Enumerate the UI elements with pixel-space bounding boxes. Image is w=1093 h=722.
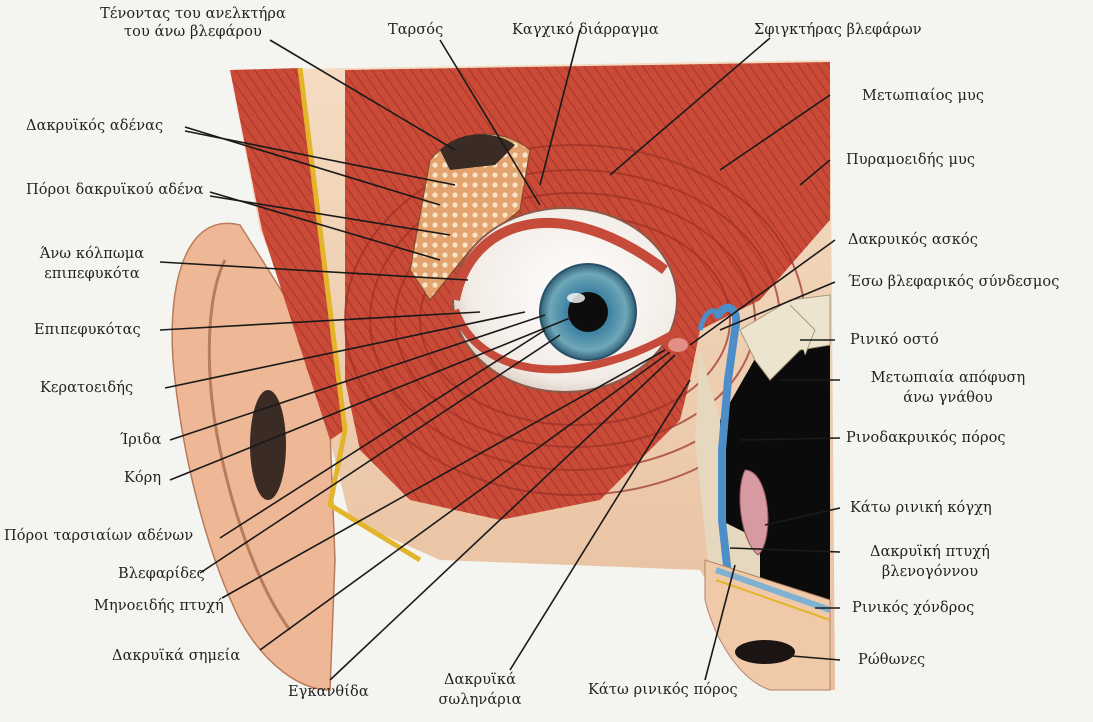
label-lacrimal-gland: Δακρυϊκός αδένας: [26, 118, 163, 135]
nostril: [735, 640, 795, 664]
label-caruncle: Εγκανθίδα: [288, 684, 369, 701]
label-nasal-cartilage: Ρινικός χόνδρος: [852, 600, 974, 617]
label-lacrimal-canaliculi-2: σωληνάρια: [420, 692, 540, 709]
label-lacrimal-fold-2: βλενογόννου: [840, 564, 1020, 581]
label-inferior-meatus: Κάτω ρινικός πόρος: [588, 682, 738, 699]
label-tarsal-gland-ducts: Πόροι ταρσιαίων αδένων: [4, 528, 193, 545]
label-lacrimal-gland-ducts: Πόροι δακρυϊκού αδένα: [26, 182, 204, 199]
label-orbicularis: Σφιγκτήρας βλεφάρων: [754, 22, 922, 39]
label-nasal-bone: Ρινικό οστό: [850, 332, 939, 349]
label-nasolacrimal-duct: Ρινοδακρυικός πόρος: [846, 430, 1006, 447]
label-upper-fornix-1: Άνω κόλπωμα: [22, 246, 162, 263]
label-lacrimal-canaliculi-1: Δακρυϊκά: [420, 672, 540, 689]
label-pupil: Κόρη: [124, 470, 161, 487]
label-lacrimal-fold-1: Δακρυϊκή πτυχή: [840, 544, 1020, 561]
label-maxilla-2: άνω γνάθου: [848, 390, 1048, 407]
label-medial-palpebral-ligament: Έσω βλεφαρικός σύνδεσμος: [848, 274, 1059, 291]
label-inferior-concha: Κάτω ρινική κόγχη: [850, 500, 992, 517]
label-lacrimal-sac: Δακρυικός ασκός: [848, 232, 978, 249]
label-frontalis: Μετωπιαίος μυς: [862, 88, 984, 105]
label-procerus: Πυραμοειδής μυς: [846, 152, 975, 169]
label-lacrimal-puncta: Δακρυϊκά σημεία: [112, 648, 240, 665]
label-levator-tendon-1: Τένοντας του ανελκτήρα: [78, 6, 308, 23]
label-upper-fornix-2: επιπεφυκότα: [22, 266, 162, 283]
label-nostrils: Ρώθωνες: [858, 652, 925, 669]
label-tarsus: Ταρσός: [388, 22, 443, 39]
label-cornea: Κερατοειδής: [40, 380, 133, 397]
label-conjunctiva: Επιπεφυκότας: [34, 322, 141, 339]
label-iris: Ίριδα: [120, 432, 161, 449]
label-maxilla-1: Μετωπιαία απόφυση: [848, 370, 1048, 387]
label-eyelashes: Βλεφαρίδες: [118, 566, 205, 583]
label-plica-semilunaris: Μηνοειδής πτυχή: [94, 598, 224, 615]
label-canthal-fissure: Καγχικό διάρραγμα: [512, 22, 659, 39]
label-levator-tendon-2: του άνω βλεφάρου: [78, 24, 308, 41]
